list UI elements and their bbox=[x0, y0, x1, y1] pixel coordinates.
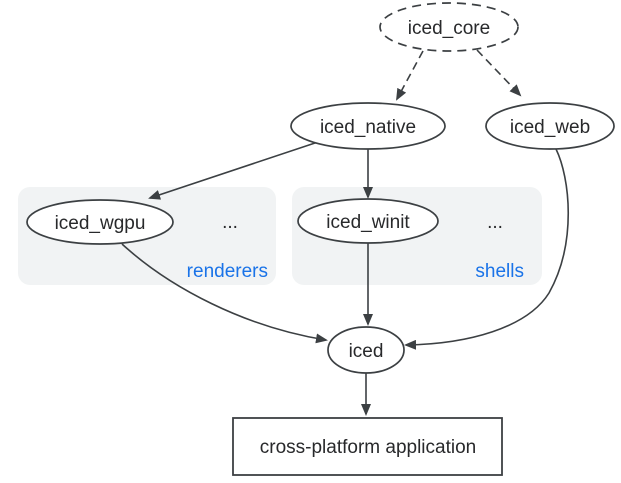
iced-web-label: iced_web bbox=[510, 117, 590, 138]
edge-iced-core-to-iced-native bbox=[396, 50, 424, 101]
iced-winit-ellipse bbox=[297, 198, 439, 244]
node-iced: iced bbox=[327, 326, 405, 374]
edges bbox=[121, 49, 569, 416]
node-iced-wgpu: iced_wgpu bbox=[26, 199, 174, 245]
node-iced-winit: iced_winit bbox=[297, 198, 439, 244]
iced-wgpu-label: iced_wgpu bbox=[55, 213, 146, 234]
edge-iced-web-to-iced bbox=[404, 148, 569, 350]
renderers-group-label: renderers bbox=[187, 261, 268, 282]
shells-group-label: shells bbox=[475, 261, 524, 282]
node-iced-web: iced_web bbox=[485, 102, 615, 150]
iced-web-ellipse bbox=[485, 102, 615, 150]
node-iced-native: iced_native bbox=[290, 102, 446, 150]
renderers-ellipsis: ... bbox=[222, 212, 238, 233]
shells-ellipsis: ... bbox=[487, 212, 503, 233]
iced-core-label: iced_core bbox=[408, 18, 490, 39]
node-iced-core: iced_core bbox=[379, 2, 519, 52]
application-box bbox=[232, 417, 503, 476]
edge-iced-native-to-iced-wgpu bbox=[148, 141, 319, 200]
iced-native-label: iced_native bbox=[320, 117, 416, 138]
edge-iced-core-to-iced-web bbox=[476, 49, 522, 97]
iced-core-ellipse bbox=[379, 2, 519, 52]
node-cross-platform-application: cross-platform application bbox=[232, 417, 503, 476]
iced-label: iced bbox=[349, 341, 384, 362]
iced-ellipse bbox=[327, 326, 405, 374]
iced-native-ellipse bbox=[290, 102, 446, 150]
edge-iced-wgpu-to-iced bbox=[121, 243, 328, 344]
iced-wgpu-ellipse bbox=[26, 199, 174, 245]
application-label: cross-platform application bbox=[260, 437, 476, 458]
iced-winit-label: iced_winit bbox=[326, 212, 410, 233]
